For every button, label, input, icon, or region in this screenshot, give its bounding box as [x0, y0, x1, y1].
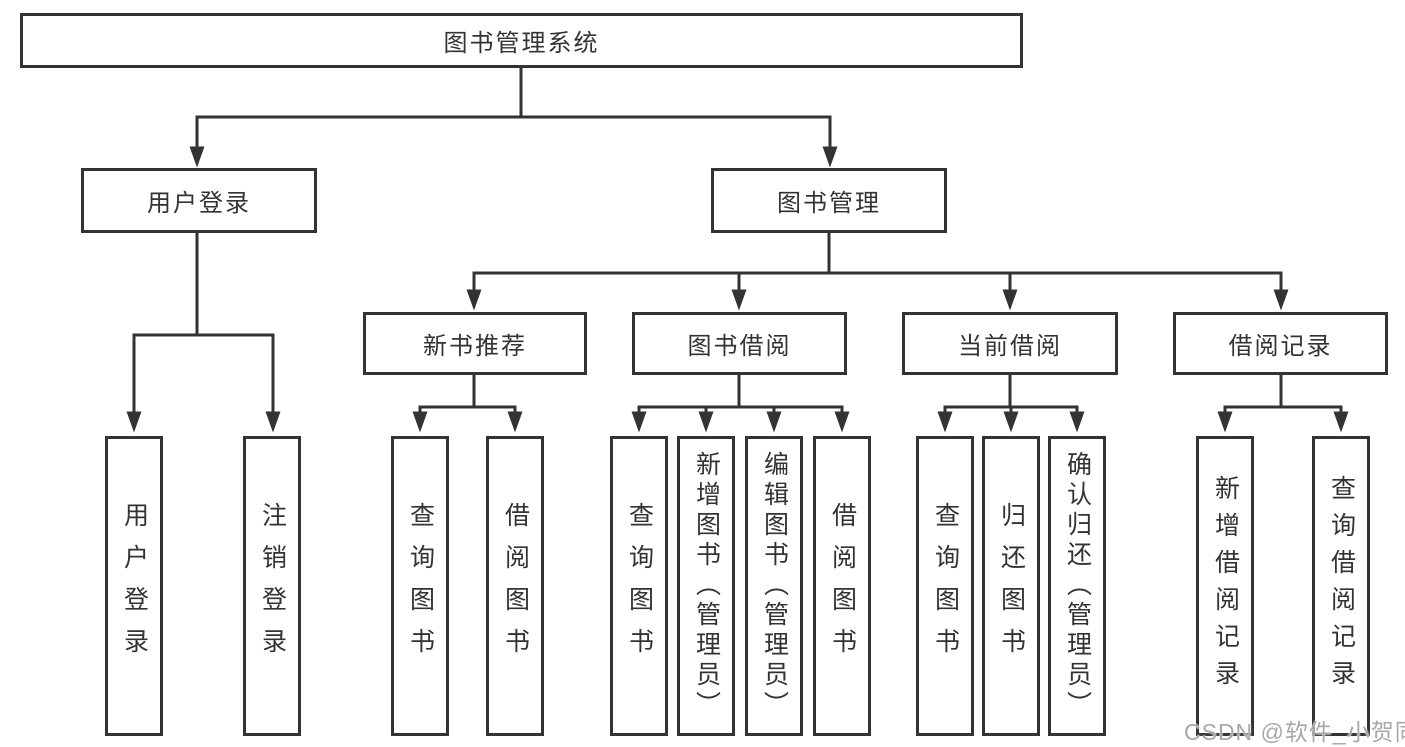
leaf-label-query-borrow-record: 查询借阅记录	[1327, 475, 1356, 697]
leaf-borrow-books-recommend: 借阅图书	[486, 436, 544, 736]
node-current-borrowing: 当前借阅	[902, 312, 1118, 375]
leaf-query-borrow-record: 查询借阅记录	[1312, 436, 1370, 736]
leaf-return-books: 归还图书	[982, 436, 1040, 736]
leaf-label-return-books: 归还图书	[997, 502, 1026, 670]
leaf-add-borrow-record: 新增借阅记录	[1196, 436, 1254, 736]
leaf-label-logout-login: 注销登录	[258, 502, 287, 670]
leaf-label-add-book-admin: 新增图书（管理员）	[692, 451, 721, 721]
node-label-library-system: 图书管理系统	[443, 30, 600, 57]
node-borrowing-records: 借阅记录	[1173, 312, 1388, 375]
leaf-label-query-books-borrowing: 查询图书	[625, 502, 654, 670]
leaf-label-edit-book-admin: 编辑图书（管理员）	[760, 451, 789, 721]
node-label-book-borrowing: 图书借阅	[687, 333, 792, 360]
leaf-logout-login: 注销登录	[243, 436, 301, 736]
leaf-confirm-return-admin: 确认归还（管理员）	[1048, 436, 1106, 736]
watermark-text: CSDN @软件_小贺同学	[1184, 719, 1405, 745]
leaf-borrow-books-borrowing: 借阅图书	[813, 436, 871, 736]
node-new-book-recommendation: 新书推荐	[363, 312, 587, 375]
leaf-label-borrow-books-recommend: 借阅图书	[501, 502, 530, 670]
leaf-label-add-borrow-record: 新增借阅记录	[1211, 475, 1240, 697]
node-book-borrowing: 图书借阅	[632, 312, 847, 375]
leaf-label-query-books-current: 查询图书	[931, 502, 960, 670]
leaf-query-books-recommend: 查询图书	[391, 436, 449, 736]
leaf-label-confirm-return-admin: 确认归还（管理员）	[1063, 451, 1092, 721]
node-label-new-book-recommendation: 新书推荐	[423, 333, 527, 360]
node-book-management: 图书管理	[711, 168, 947, 233]
leaf-add-book-admin: 新增图书（管理员）	[677, 436, 735, 736]
node-label-user-login: 用户登录	[147, 190, 251, 217]
leaf-user-login: 用户登录	[105, 436, 163, 736]
leaf-query-books-borrowing: 查询图书	[610, 436, 668, 736]
node-library-system: 图书管理系统	[20, 13, 1023, 68]
node-label-current-borrowing: 当前借阅	[958, 333, 1062, 360]
node-label-book-management: 图书管理	[777, 190, 881, 217]
leaf-query-books-current: 查询图书	[916, 436, 974, 736]
leaf-label-user-login: 用户登录	[120, 502, 149, 670]
leaf-label-query-books-recommend: 查询图书	[406, 502, 435, 670]
leaf-edit-book-admin: 编辑图书（管理员）	[745, 436, 803, 736]
node-user-login: 用户登录	[81, 168, 317, 233]
node-label-borrowing-records: 借阅记录	[1228, 333, 1333, 360]
leaf-label-borrow-books-borrowing: 借阅图书	[828, 502, 857, 670]
